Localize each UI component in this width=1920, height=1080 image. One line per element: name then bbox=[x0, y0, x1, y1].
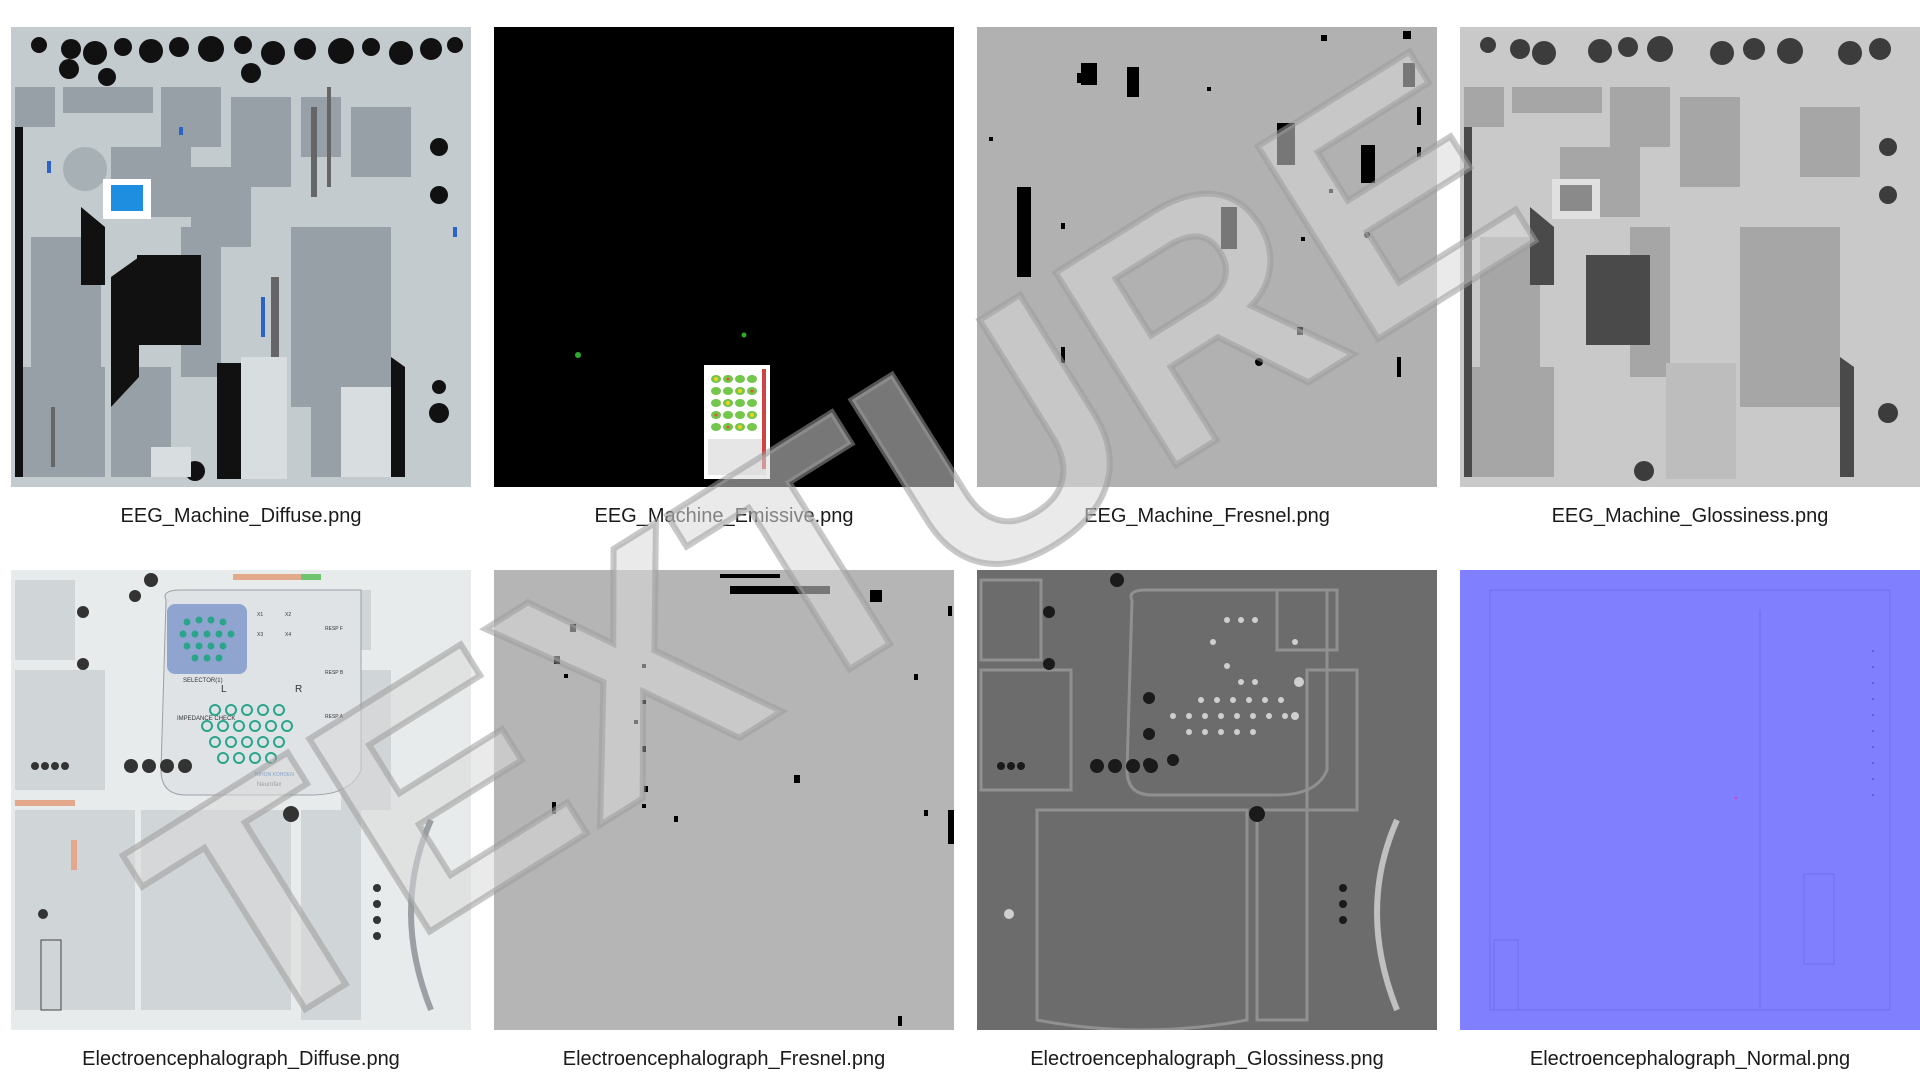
panel-x3-label: X3 bbox=[257, 632, 263, 638]
panel-resp-a-label: RESP A bbox=[325, 714, 344, 720]
panel-resp-f-label: RESP F bbox=[325, 626, 343, 632]
texture-eeg-machine-glossiness[interactable] bbox=[1460, 27, 1920, 487]
texture-eeg-machine-fresnel[interactable] bbox=[977, 27, 1437, 487]
texture-eeg-machine-emissive[interactable] bbox=[494, 27, 954, 487]
panel-x2-label: X2 bbox=[285, 612, 291, 618]
emissive-texture-image bbox=[494, 27, 954, 487]
texture-electroencephalograph-normal[interactable] bbox=[1460, 570, 1920, 1030]
electro-diffuse-texture-image: SELECTOR(1) IMPEDANCE CHECK L R X1 X2 X3… bbox=[11, 570, 471, 1030]
panel-selector-label: SELECTOR(1) bbox=[183, 678, 223, 684]
panel-left-label: L bbox=[221, 684, 227, 695]
caption-electroencephalograph-normal: Electroencephalograph_Normal.png bbox=[1529, 1048, 1851, 1070]
panel-x1-label: X1 bbox=[257, 612, 263, 618]
texture-electroencephalograph-fresnel[interactable] bbox=[494, 570, 954, 1030]
electro-glossiness-texture-image bbox=[977, 570, 1437, 1030]
panel-right-label: R bbox=[295, 684, 302, 695]
caption-eeg-machine-fresnel: EEG_Machine_Fresnel.png bbox=[1084, 505, 1330, 527]
panel-product-label: Neurofax bbox=[257, 782, 281, 788]
diffuse-texture-image bbox=[11, 27, 471, 487]
caption-electroencephalograph-diffuse: Electroencephalograph_Diffuse.png bbox=[82, 1048, 400, 1070]
fresnel-texture-image bbox=[977, 27, 1437, 487]
emissive-screen-grid bbox=[708, 369, 766, 475]
caption-eeg-machine-emissive: EEG_Machine_Emissive.png bbox=[594, 505, 854, 527]
caption-eeg-machine-glossiness: EEG_Machine_Glossiness.png bbox=[1551, 505, 1829, 527]
texture-eeg-machine-diffuse[interactable] bbox=[11, 27, 471, 487]
caption-eeg-machine-diffuse: EEG_Machine_Diffuse.png bbox=[120, 505, 362, 527]
panel-impedance-label: IMPEDANCE CHECK bbox=[177, 716, 235, 722]
glossiness-texture-image bbox=[1460, 27, 1920, 487]
panel-x4-label: X4 bbox=[285, 632, 291, 638]
texture-electroencephalograph-diffuse[interactable]: SELECTOR(1) IMPEDANCE CHECK L R X1 X2 X3… bbox=[11, 570, 471, 1030]
panel-resp-b-label: RESP B bbox=[325, 670, 344, 676]
caption-electroencephalograph-glossiness: Electroencephalograph_Glossiness.png bbox=[1030, 1048, 1384, 1070]
texture-electroencephalograph-glossiness[interactable] bbox=[977, 570, 1437, 1030]
caption-electroencephalograph-fresnel: Electroencephalograph_Fresnel.png bbox=[562, 1048, 886, 1070]
panel-brand-label: NIHON KOHDEN bbox=[255, 772, 294, 778]
normal-texture-image bbox=[1460, 570, 1920, 1030]
electro-fresnel-texture-image bbox=[494, 570, 954, 1030]
